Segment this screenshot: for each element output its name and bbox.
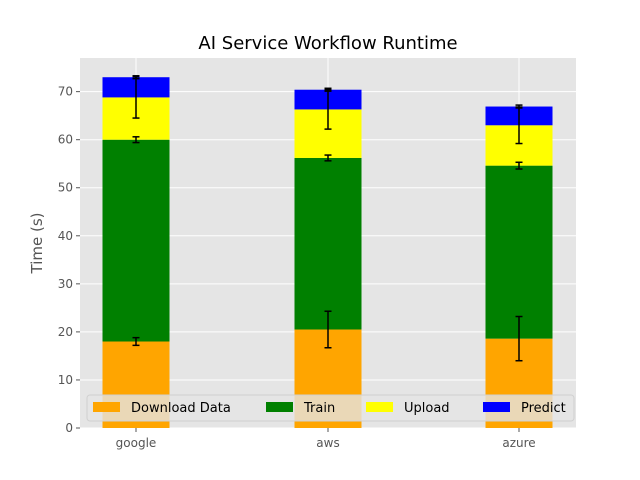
bars bbox=[102, 77, 553, 428]
legend-box bbox=[86, 394, 575, 422]
y-axis-label: Time (s) bbox=[28, 213, 46, 275]
error-bar-azure-train bbox=[515, 161, 523, 170]
x-tick-label-azure: azure bbox=[502, 436, 535, 450]
legend-label: Predict bbox=[521, 401, 566, 416]
y-axis: 0 10 20 30 40 50 60 70 bbox=[58, 85, 80, 435]
bar-azure-train bbox=[485, 165, 553, 339]
legend-item-upload: Upload bbox=[366, 401, 450, 416]
x-tick-label-aws: aws bbox=[316, 436, 339, 450]
error-bar-google-train bbox=[132, 136, 140, 144]
error-bar-aws-train bbox=[324, 154, 332, 162]
legend-item-download-data: Download Data bbox=[93, 401, 231, 416]
bar-google-train bbox=[102, 139, 170, 342]
y-tick-label: 50 bbox=[58, 181, 73, 195]
legend-swatch bbox=[483, 402, 510, 412]
legend: Download Data Train Upload Predict bbox=[86, 394, 575, 422]
y-tick-label: 0 bbox=[65, 421, 73, 435]
y-tick-label: 20 bbox=[58, 325, 73, 339]
error-bar-aws-predict bbox=[324, 87, 332, 92]
y-tick-label: 60 bbox=[58, 133, 73, 147]
error-bar-google-predict bbox=[132, 75, 140, 80]
bar-aws-train bbox=[294, 157, 362, 330]
legend-swatch bbox=[366, 402, 393, 412]
x-axis: google aws azure bbox=[116, 428, 536, 450]
error-bar-azure-download-data bbox=[515, 315, 523, 362]
error-bar-azure-predict bbox=[515, 104, 523, 109]
y-tick-label: 30 bbox=[58, 277, 73, 291]
y-tick-label: 40 bbox=[58, 229, 73, 243]
chart-title: AI Service Workflow Runtime bbox=[198, 33, 457, 54]
y-tick-label: 10 bbox=[58, 373, 73, 387]
legend-item-predict: Predict bbox=[483, 401, 566, 416]
legend-label: Train bbox=[303, 401, 335, 416]
error-bar-aws-download-data bbox=[324, 310, 332, 349]
y-tick-label: 70 bbox=[58, 85, 73, 99]
error-bar-google-download-data bbox=[132, 336, 140, 347]
legend-label: Upload bbox=[404, 401, 450, 416]
legend-swatch bbox=[93, 402, 120, 412]
legend-label: Download Data bbox=[131, 401, 231, 416]
legend-swatch bbox=[266, 402, 293, 412]
legend-item-train: Train bbox=[266, 401, 335, 416]
error-bars bbox=[132, 75, 523, 362]
x-tick-label-google: google bbox=[116, 436, 157, 450]
